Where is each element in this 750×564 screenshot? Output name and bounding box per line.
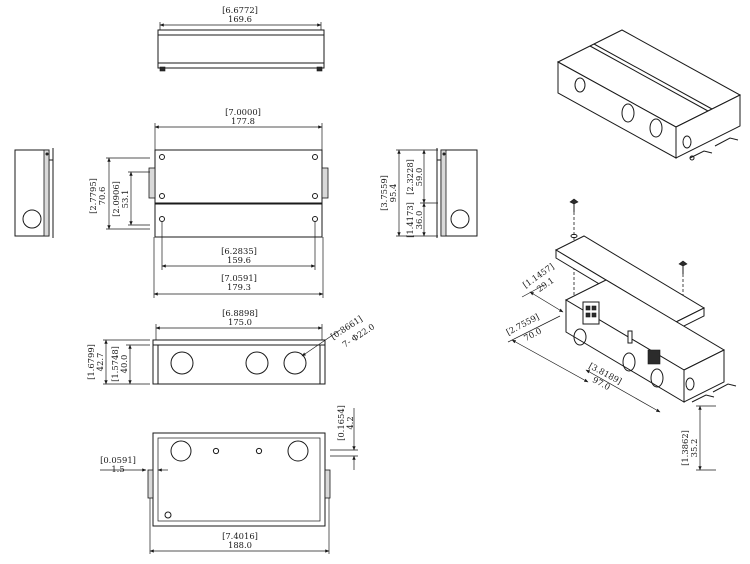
- right-upper-in-label: [2.3228]: [405, 159, 415, 195]
- front-height-in-label: [2.7795]: [88, 178, 98, 214]
- bottom-tab-in-label: [0.1654]: [336, 405, 346, 441]
- side-knockout-2: [245, 351, 269, 375]
- top-foot-right: [316, 66, 323, 72]
- front-screw-br: [312, 216, 318, 222]
- right-lower-mm-label: 36.0: [414, 211, 424, 230]
- top-width-in-label: [6.6772]: [222, 5, 258, 15]
- knockout-leader: [301, 329, 341, 357]
- side-inner-height-mm-label: 40.0: [119, 355, 129, 374]
- front-screw-ml: [159, 193, 165, 199]
- iso-height-in-label: [1.3862]: [680, 430, 690, 466]
- right-height-mm-label: 95.4: [388, 184, 398, 203]
- side-height-in-label: [1.6799]: [86, 344, 96, 380]
- bottom-hole-3: [164, 511, 172, 519]
- top-foot-left: [159, 66, 166, 72]
- bottom-knockout-2: [287, 440, 309, 462]
- bottom-knockout-1: [170, 440, 192, 462]
- isometric-exploded-view: [1.1457] 29.1 [2.7559] 70.0 [3.8189] 97.…: [504, 198, 737, 471]
- side-height-mm-label: 42.7: [95, 353, 105, 372]
- connector: [647, 349, 661, 365]
- left-side-outline: [14, 149, 50, 237]
- bottom-flange-in-label: [0.0591]: [100, 455, 136, 465]
- right-lower-in-label: [1.4173]: [405, 202, 415, 238]
- side-inner-height-in-label: [1.5748]: [110, 346, 120, 382]
- bottom-tab-mm-label: 4.2: [345, 416, 355, 429]
- screw-left: [569, 198, 579, 205]
- bottom-hole-2: [255, 447, 263, 455]
- box-end-face: [683, 349, 725, 403]
- bottom-hole-1: [212, 447, 220, 455]
- bottom-outline: [152, 432, 326, 527]
- right-height-in-label: [3.7559]: [379, 175, 389, 211]
- front-screw-tr: [312, 154, 318, 160]
- front-screw-mr: [312, 193, 318, 199]
- left-knockout-hole: [22, 209, 42, 229]
- front-view: [7.0000] 177.8 [2.7795] 70.6 [2.0906] 53…: [88, 107, 329, 298]
- front-screw-tl: [159, 154, 165, 160]
- screw-right: [678, 260, 688, 267]
- front-width-in-label: [7.0000]: [225, 107, 261, 117]
- front-lower-panel: [154, 203, 323, 238]
- left-side-view: [14, 148, 54, 238]
- iso-end-face: [675, 94, 741, 159]
- right-knockout-hole: [450, 209, 470, 229]
- side-elevation-view: [6.8898] 175.0 [0.8661] 7- Φ22.0 [1.6799…: [86, 308, 376, 385]
- side-knockout-1: [170, 351, 194, 375]
- front-inner-height-mm-label: 53.1: [120, 190, 130, 209]
- bottom-flange-mm-label: 1.5: [111, 464, 124, 474]
- side-width-mm-label: 175.0: [228, 317, 252, 327]
- iso-height-mm-label: 35.2: [689, 439, 699, 458]
- isometric-assembled-view: [556, 29, 742, 161]
- front-inner-width-mm-label: 159.6: [227, 255, 251, 265]
- front-overall-width-mm-label: 179.3: [227, 282, 251, 292]
- iso-knockout-2: [649, 118, 663, 138]
- right-side-view: [3.7559] 95.4 [2.3228] 59.0 [1.4173] 36.…: [379, 148, 478, 238]
- front-height-mm-label: 70.6: [97, 187, 107, 206]
- front-inner-height-in-label: [2.0906]: [111, 181, 121, 217]
- top-view-outline: [157, 29, 325, 69]
- front-inner-width-in-label: [6.2835]: [221, 246, 257, 256]
- bottom-view: [0.0591] 1.5 [0.1654] 4.2 [7.4016] 188.0: [100, 405, 358, 554]
- right-upper-mm-label: 59.0: [414, 168, 424, 187]
- top-view: [6.6772] 169.6: [157, 5, 325, 72]
- iso-knockout-1: [621, 103, 635, 123]
- side-width-in-label: [6.8898]: [222, 308, 258, 318]
- front-screw-bl: [159, 216, 165, 222]
- bottom-width-in-label: [7.4016]: [222, 531, 258, 541]
- top-width-mm-label: 169.6: [228, 14, 252, 24]
- front-upper-panel: [154, 149, 323, 204]
- terminal-block: [582, 301, 600, 325]
- bottom-width-mm-label: 188.0: [228, 540, 252, 550]
- side-knockout-3: [283, 351, 307, 375]
- front-width-mm-label: 177.8: [231, 116, 255, 126]
- front-overall-width-in-label: [7.0591]: [221, 273, 257, 283]
- side-elevation-outline: [152, 339, 326, 385]
